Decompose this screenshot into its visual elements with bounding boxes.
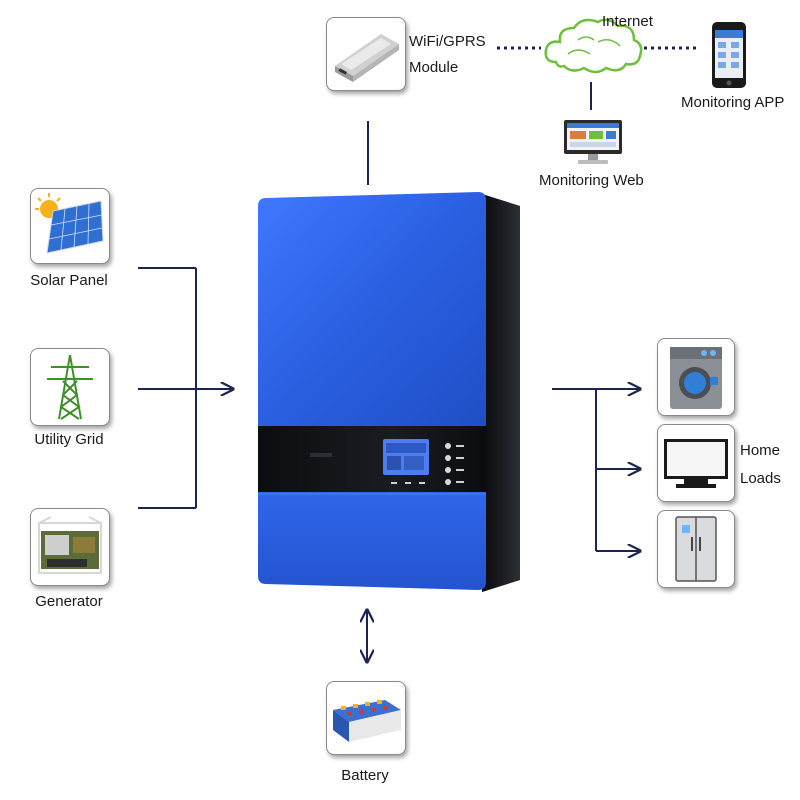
module-label-line2: Module — [409, 59, 459, 76]
phone-icon — [710, 20, 748, 90]
inverter — [250, 188, 555, 593]
battery-icon — [333, 700, 401, 742]
battery-label: Battery — [341, 767, 389, 784]
tv-tile — [657, 424, 735, 502]
internet-label: Internet — [602, 13, 653, 30]
inverter-top-cover — [258, 192, 486, 428]
wifi-module-icon — [335, 34, 399, 82]
input-bus — [138, 267, 233, 509]
loads-bus — [552, 389, 640, 551]
module-label-line1: WiFi/GPRS — [409, 33, 486, 50]
internet-cloud-icon — [542, 12, 644, 82]
utility-grid-tile — [30, 348, 110, 426]
battery-tile — [326, 681, 406, 755]
control-buttons — [445, 443, 451, 485]
monitor-icon — [562, 118, 624, 168]
wifi-module-tile — [326, 17, 406, 91]
solar-panel-label: Solar Panel — [30, 272, 108, 289]
generator-icon — [38, 516, 102, 574]
home-loads-label-line1: Home — [740, 442, 781, 459]
utility-grid-icon — [47, 354, 93, 420]
inverter-bottom-cover — [258, 492, 486, 590]
washer-tile — [657, 338, 735, 416]
tv-icon — [664, 439, 728, 488]
washing-machine-icon — [670, 347, 722, 409]
monitoring-web-label: Monitoring Web — [539, 172, 644, 189]
home-loads-label-line2: Loads — [740, 470, 781, 487]
monitoring-app-label: Monitoring APP — [681, 94, 785, 111]
utility-grid-label: Utility Grid — [34, 431, 104, 448]
generator-label: Generator — [35, 593, 103, 610]
generator-tile — [30, 508, 110, 586]
control-panel — [258, 426, 486, 492]
refrigerator-icon — [675, 516, 717, 582]
solar-panel-tile — [30, 188, 110, 264]
solar-panel-icon — [35, 193, 104, 254]
fridge-tile — [657, 510, 735, 588]
